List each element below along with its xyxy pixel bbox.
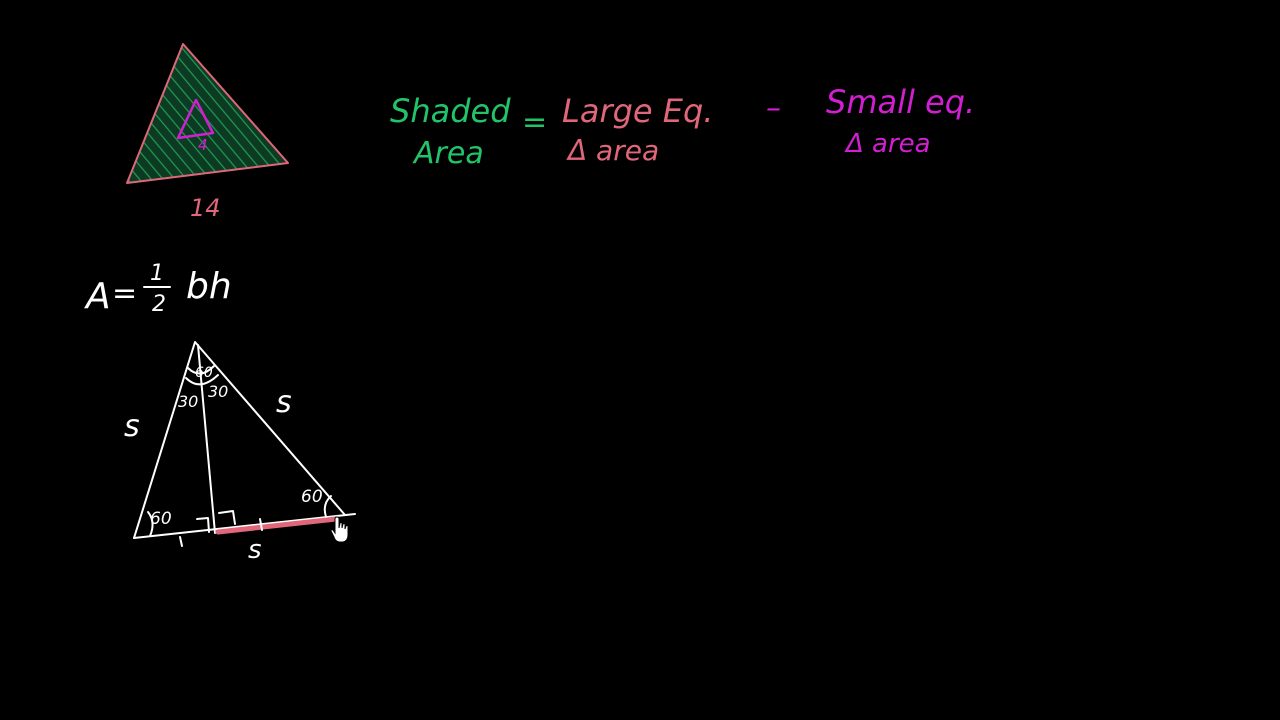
altitude-line <box>197 344 216 534</box>
top-angle-arc <box>187 365 215 375</box>
base-tick-left <box>179 536 183 547</box>
right-base-angle-arc <box>323 495 332 518</box>
hand-cursor-icon <box>330 516 349 543</box>
left-base-angle-label: 60 <box>150 509 172 529</box>
small-area-label-line1: Small eq. <box>826 83 975 121</box>
small-triangle-side-label: 4 <box>198 136 208 154</box>
large-triangle-side-label: 14 <box>190 194 221 222</box>
shaded-area-label-line1: Shaded <box>390 92 511 130</box>
base-side-label: s <box>248 535 262 565</box>
large-triangle-figure: 4 14 <box>126 43 289 222</box>
left-half-angle-label: 30 <box>178 392 198 411</box>
base-highlight <box>215 516 339 535</box>
equilateral-triangle-figure: s s s 60 30 30 60 60 <box>124 341 356 565</box>
large-area-label-line1: Large Eq. <box>562 92 713 130</box>
right-side-label: s <box>276 385 292 420</box>
right-angle-mark-right <box>218 510 236 525</box>
right-base-angle-label: 60 <box>301 487 323 507</box>
formula-fraction-numerator: 1 <box>150 261 164 286</box>
base-tick-right <box>259 518 263 531</box>
large-triangle <box>126 43 289 184</box>
right-half-angle-label: 30 <box>208 382 228 401</box>
formula-lhs: A <box>84 276 111 317</box>
shaded-area-label-line2: Area <box>412 136 484 171</box>
formula-fraction-denominator: 2 <box>152 292 166 317</box>
small-area-label-line2: Δ area <box>844 129 931 159</box>
small-triangle <box>176 98 215 140</box>
top-angle-label: 60 <box>195 365 213 381</box>
formula-equals: = <box>112 276 137 311</box>
top-angle-arc-outer <box>185 374 219 386</box>
equilateral-triangle <box>133 341 346 539</box>
equals-sign: = <box>522 105 547 140</box>
area-formula: A = 1 2 bh <box>84 261 232 317</box>
right-angle-mark-left <box>196 517 210 533</box>
left-base-angle-arc <box>147 511 154 537</box>
area-equation: Shaded Area = Large Eq. Δ area – Small e… <box>390 83 975 171</box>
shaded-region <box>127 44 288 183</box>
minus-sign: – <box>766 91 781 126</box>
triangle-base <box>133 513 356 539</box>
large-area-label-line2: Δ area <box>566 134 659 167</box>
left-side-label: s <box>124 409 140 444</box>
formula-rhs: bh <box>186 266 232 307</box>
